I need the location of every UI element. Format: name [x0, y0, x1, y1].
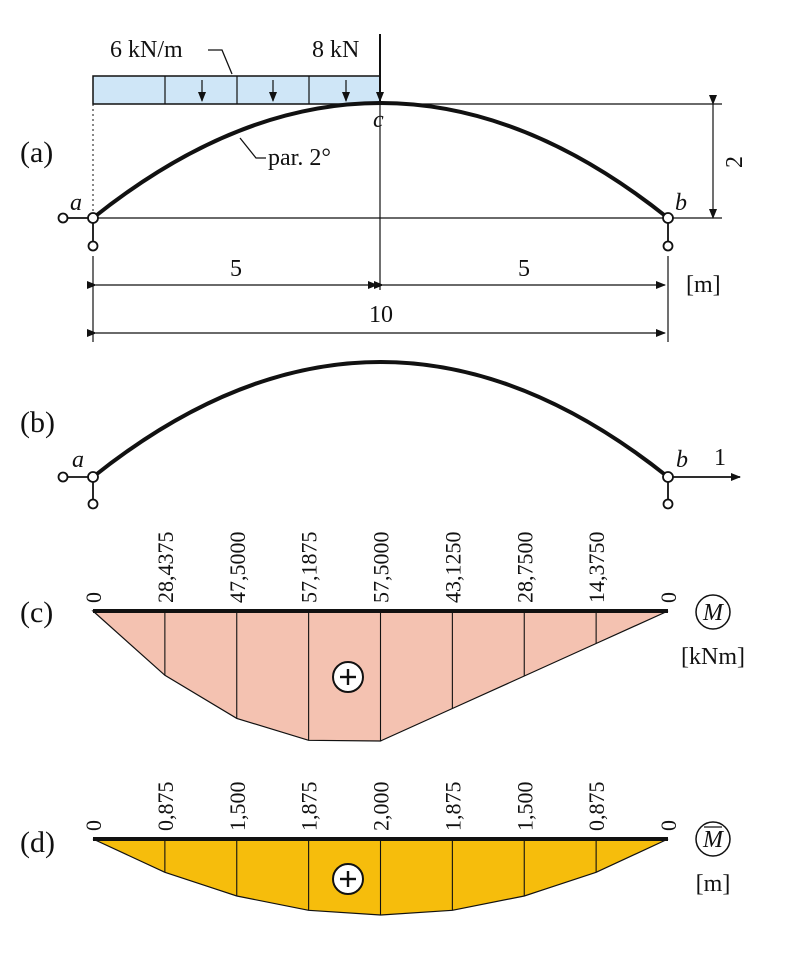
moment_diagram-value-label: 57,1875 [297, 532, 322, 604]
moment-sign [332, 661, 364, 693]
point-a-label: a [70, 190, 82, 216]
support-b-b [662, 471, 674, 510]
parabolic-arch [91, 101, 670, 220]
unit_moment_diagram-value-label: 0,875 [153, 782, 178, 832]
unit-moment-values: 0 0,875 1,500 1,875 2,000 1,875 1,500 0,875 0 [81, 782, 681, 832]
unit-moment-symbol: M [702, 827, 725, 853]
panel-d-label: (d) [20, 826, 55, 859]
unit-moment-unit: [m] [696, 871, 731, 897]
moment_diagram-value-label: 28,4375 [153, 532, 178, 604]
unit_moment_diagram-value-label: 1,875 [297, 782, 322, 832]
arch-unit-load [91, 360, 670, 479]
moment-symbol-circle [695, 594, 731, 630]
moment_diagram-value-label: 14,3750 [584, 532, 609, 604]
distributed-load-dividers [164, 76, 310, 104]
panel-b-label: (b) [20, 406, 55, 439]
panel-d: (d) 0 0,875 1,500 1,875 2,000 1,875 1,500 0,875… [20, 782, 731, 916]
panel-c: (c) 0 28,4375 47,5000 57,1875 57,5000 43,1250… [20, 532, 745, 742]
point-b-label-b: b [676, 447, 688, 473]
moment-diagram-ordinates [164, 611, 597, 741]
moment_diagram-value-label: 43,1250 [440, 532, 465, 604]
panel-c-label: (c) [20, 596, 53, 629]
moment_diagram-value-label: 57,5000 [369, 532, 394, 604]
moment-symbol: M [702, 600, 725, 626]
distributed-load-label: 6 kN/m [110, 37, 183, 63]
moment_diagram-value-label: 47,5000 [225, 532, 250, 604]
right-span-value: 5 [518, 256, 530, 282]
support-a-b [57, 471, 99, 510]
unit-moment-sign [332, 863, 364, 895]
total-span-value: 10 [369, 302, 393, 328]
point-load-label: 8 kN [312, 37, 359, 63]
unit-moment-diagram-ordinates [164, 839, 597, 915]
moment_diagram-value-label: 0 [656, 592, 681, 603]
arch-curve-leader [239, 137, 266, 159]
unit_moment_diagram-value-label: 0 [656, 820, 681, 831]
moment-values: 0 28,4375 47,5000 57,1875 57,5000 43,1250 28,7… [81, 532, 681, 604]
unit_moment_diagram-value-label: 1,875 [440, 782, 465, 832]
moment-unit: [kNm] [681, 644, 745, 670]
unit_moment_diagram-value-label: 1,500 [225, 782, 250, 832]
support-b [662, 212, 674, 252]
unit-load-label: 1 [714, 445, 726, 471]
moment_diagram-value-label: 0 [81, 592, 106, 603]
panel-a: (a) 6 kN/m 8 kN par. 2° a b [20, 34, 748, 342]
distributed-load-arrows [198, 80, 350, 102]
height-dimension-value: 2 [722, 156, 748, 168]
point-c-label: c [373, 107, 384, 133]
panel-a-label: (a) [20, 136, 53, 169]
span-dimensions [87, 256, 669, 342]
height-dimension [382, 95, 722, 219]
unit_moment_diagram-value-label: 2,000 [369, 782, 394, 832]
panel-b: (b) a b 1 [20, 360, 741, 510]
unit_moment_diagram-value-label: 0 [81, 820, 106, 831]
support-a [57, 212, 99, 252]
unit-moment-symbol-circle [695, 821, 731, 857]
unit_moment_diagram-value-label: 1,500 [512, 782, 537, 832]
arch-curve-label: par. 2° [268, 145, 331, 171]
length-unit: [m] [686, 272, 721, 298]
left-span-value: 5 [230, 256, 242, 282]
unit_moment_diagram-value-label: 0,875 [584, 782, 609, 832]
distributed-load-leader [208, 49, 233, 75]
point-a-label-b: a [72, 447, 84, 473]
point-b-label: b [675, 190, 687, 216]
moment_diagram-value-label: 28,7500 [512, 532, 537, 604]
